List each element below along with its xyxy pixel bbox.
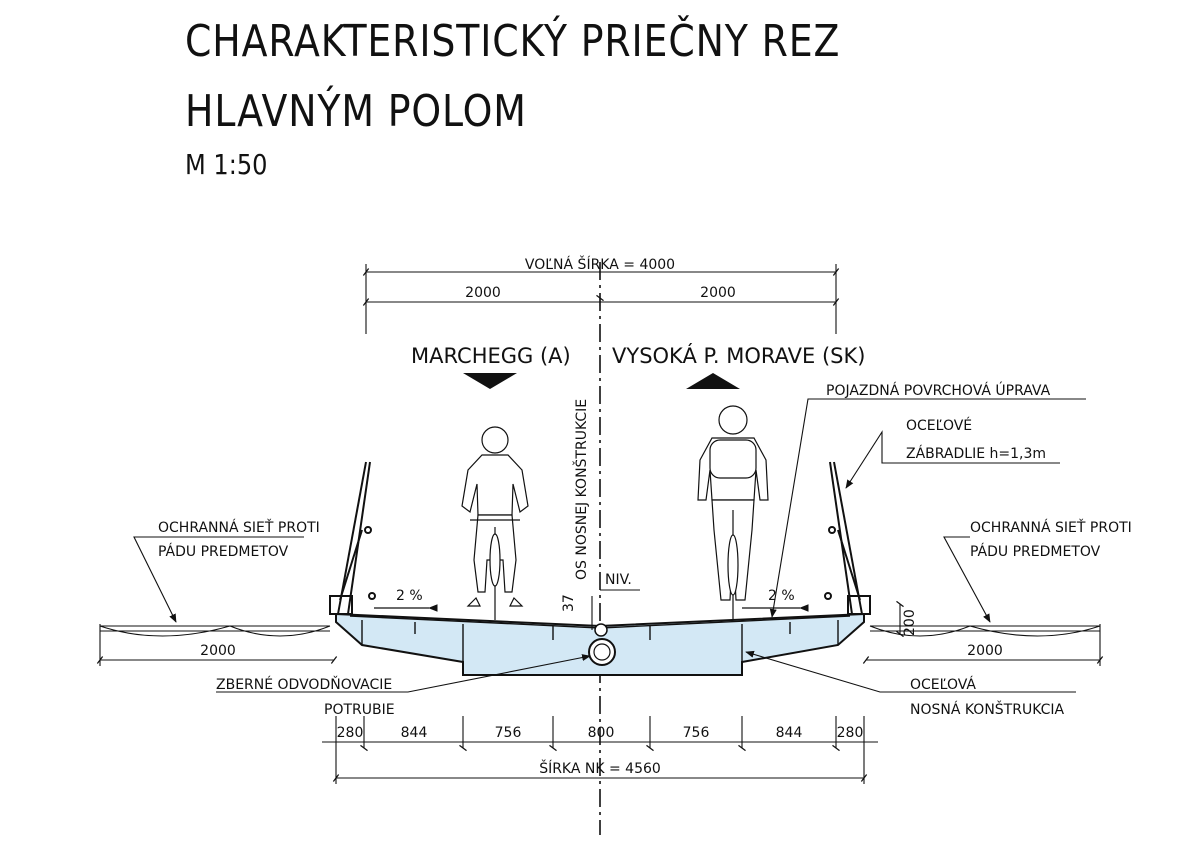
structure-axis-label: OS NOSNEJ KONŠTRUKCIE: [572, 399, 590, 580]
steel-label-line2: NOSNÁ KONŠTRUKCIA: [910, 700, 1065, 718]
safety-net-left: [99, 624, 331, 666]
dim-844-left: 844: [401, 725, 428, 741]
net-right-width-text: 2000: [967, 643, 1003, 659]
drain-label-line2: POTRUBIE: [324, 702, 395, 718]
drawing-scale: M 1:50: [185, 148, 268, 181]
drain-inlet-icon: [594, 623, 608, 637]
dim-756-right: 756: [683, 725, 710, 741]
direction-right-label: VYSOKÁ P. MORAVE (SK): [612, 343, 865, 368]
cyclist-front-icon: [461, 426, 529, 620]
level-value-text: 37: [561, 594, 577, 612]
surface-label: POJAZDNÁ POVRCHOVÁ ÚPRAVA: [826, 381, 1051, 399]
direction-left-arrow-icon: [463, 373, 517, 389]
drawing-title-line1: CHARAKTERISTICKÝ PRIEČNY REZ: [185, 16, 841, 67]
slope-left-text: 2 %: [396, 588, 423, 604]
direction-right-arrow-icon: [686, 373, 740, 389]
drain-label-line1: ZBERNÉ ODVODŇOVACIE: [216, 676, 392, 693]
clear-width-text: VOĽNÁ ŠÍRKA = 4000: [525, 255, 675, 273]
net-left-label-line2: PÁDU PREDMETOV: [158, 543, 289, 560]
drain-pipe-icon: [588, 638, 616, 666]
drain-pipe-inner: [593, 643, 611, 661]
dim-280-left: 280: [337, 725, 364, 741]
railing-label-line1: OCEĽOVÉ: [906, 417, 972, 434]
rail-height-text: 200: [902, 609, 918, 636]
net-left-label-line1: OCHRANNÁ SIEŤ PROTI: [158, 519, 320, 536]
half-width-right-text: 2000: [700, 285, 736, 301]
direction-left-label: MARCHEGG (A): [411, 344, 571, 368]
railing-label-line2: ZÁBRADLIE h=1,3m: [906, 445, 1046, 462]
dim-280-right: 280: [837, 725, 864, 741]
steel-label-line1: OCEĽOVÁ: [910, 676, 976, 693]
leader-lines: [133, 398, 1086, 693]
railing-left: [329, 461, 376, 615]
cyclist-back-icon: [697, 405, 769, 620]
total-width-text: ŠÍRKA NK = 4560: [539, 759, 661, 777]
net-right-label-line1: OCHRANNÁ SIEŤ PROTI: [970, 519, 1132, 536]
half-width-left-text: 2000: [465, 285, 501, 301]
dim-800: 800: [588, 725, 615, 741]
bottom-dimension-lines: [322, 716, 878, 784]
railing-right: [824, 461, 871, 615]
drawing-title-line2: HLAVNÝM POLOM: [185, 86, 527, 137]
net-left-width-text: 2000: [200, 643, 236, 659]
deck-stiffeners: [361, 620, 839, 675]
clear-width-dimension: [362, 264, 840, 334]
slope-right-text: 2 %: [768, 588, 795, 604]
net-right-label-line2: PÁDU PREDMETOV: [970, 543, 1101, 560]
dim-844-right: 844: [776, 725, 803, 741]
dim-756-left: 756: [495, 725, 522, 741]
level-marker-text: NIV.: [605, 572, 632, 588]
